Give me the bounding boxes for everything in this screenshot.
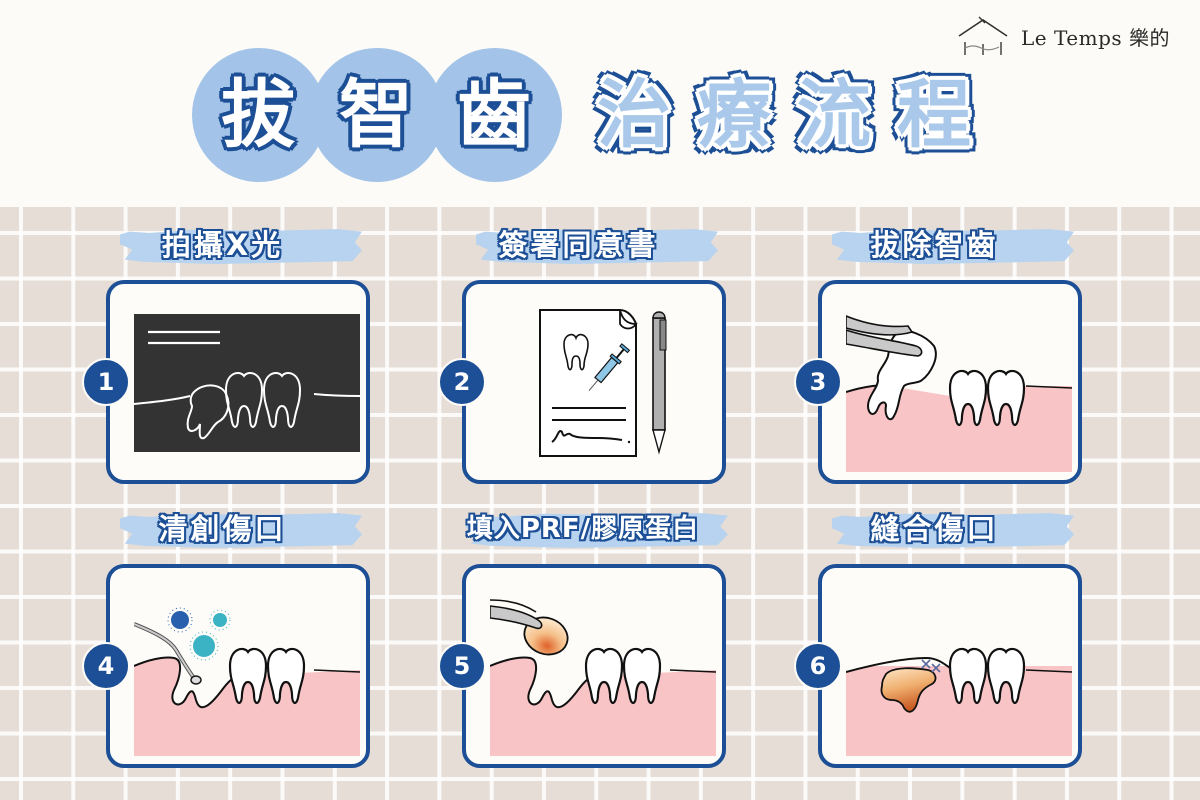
step-label: 填入PRF/膠原蛋白 <box>466 514 700 544</box>
step-number-badge: 5 <box>438 642 486 690</box>
title-char: 智 <box>339 72 413 158</box>
label-brush <box>466 513 728 548</box>
step-2: 簽署同意書 <box>436 222 726 492</box>
step-card <box>462 280 726 484</box>
step-label: 拔除智齒 <box>870 228 999 262</box>
title-circle <box>310 48 444 182</box>
step-card <box>818 564 1082 768</box>
label-brush <box>120 229 362 264</box>
label-brush <box>832 229 1074 264</box>
step-6: 縫合傷口 <box>792 506 1082 776</box>
title-circle <box>192 48 326 182</box>
step-4: 清創傷口 4 <box>80 506 370 776</box>
house-logo-icon <box>955 16 1011 56</box>
title-char: 齒 <box>457 72 531 158</box>
step-3: 拔除智齒 3 <box>792 222 1082 492</box>
title-char: 拔 <box>221 72 295 158</box>
step-number-badge: 4 <box>82 642 130 690</box>
cleaning-illustration <box>134 590 360 756</box>
step-number-badge: 6 <box>794 642 842 690</box>
step-label: 拍攝X光 <box>161 228 284 262</box>
step-label: 簽署同意書 <box>498 228 659 262</box>
label-brush <box>476 229 718 264</box>
step-number-badge: 2 <box>438 358 486 406</box>
label-brush <box>832 513 1074 548</box>
step-label: 縫合傷口 <box>870 512 999 546</box>
title-char: 治 <box>597 72 671 158</box>
xray-teeth-illustration <box>134 314 360 452</box>
title-char: 療 <box>697 72 771 158</box>
step-5: 填入PRF/膠原蛋白 5 <box>436 506 728 776</box>
prf-placement-illustration <box>490 590 716 756</box>
title-char: 流 <box>797 72 871 158</box>
brand-logo: Le Temps 樂的 <box>955 14 1170 58</box>
step-number-badge: 1 <box>82 358 130 406</box>
step-card <box>106 564 370 768</box>
step-label: 清創傷口 <box>158 512 287 546</box>
step-card <box>462 564 726 768</box>
step-number-badge: 3 <box>794 358 842 406</box>
step-1: 拍攝X光 1 <box>80 222 370 492</box>
extraction-illustration <box>846 306 1072 472</box>
consent-form-illustration <box>536 308 676 458</box>
label-brush <box>120 513 362 548</box>
suture-illustration <box>846 590 1072 756</box>
title-char: 程 <box>897 72 971 158</box>
step-card <box>818 280 1082 484</box>
brand-name: Le Temps 樂的 <box>1021 25 1170 50</box>
bacteria-icon <box>167 607 231 661</box>
title-circle <box>428 48 562 182</box>
step-card <box>106 280 370 484</box>
